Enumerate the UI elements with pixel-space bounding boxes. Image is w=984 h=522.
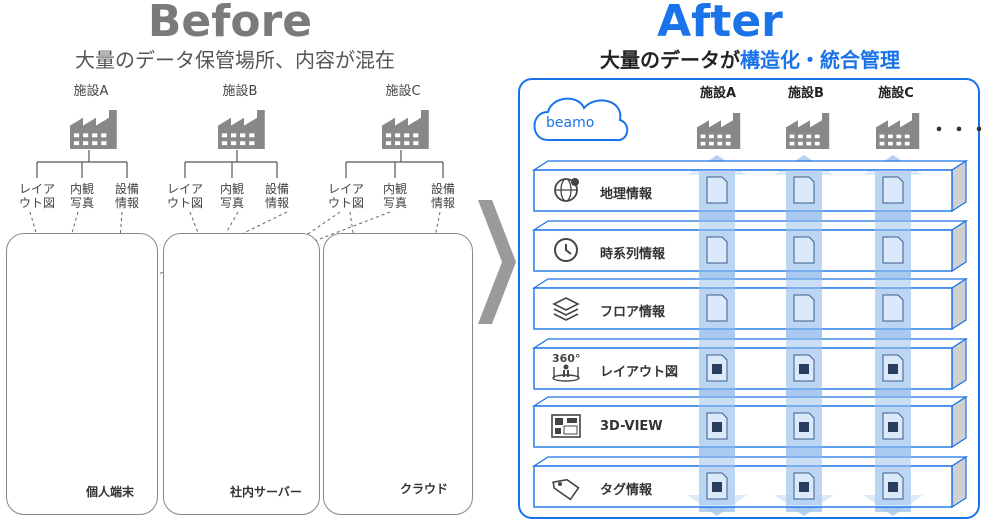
svg-text:360°: 360° [552, 352, 580, 365]
before-facility-a: 施設A [73, 84, 109, 99]
vertical-arrow-overlay [875, 170, 911, 505]
after-facility-a: 施設A [699, 86, 737, 101]
category-label-1-1: 内観 写真 [219, 182, 244, 210]
grid-document-icon [793, 354, 815, 382]
grid-document-icon [882, 176, 904, 204]
vertical-arrow-overlay [786, 170, 822, 505]
grid-document-icon [793, 236, 815, 264]
360-icon: 360° [552, 352, 580, 382]
category-label-0-0: レイア ウト図 [18, 182, 55, 210]
zone-label-server: 社内サーバー [230, 485, 302, 499]
grid-document-icon [706, 354, 728, 382]
grid-document-icon [793, 412, 815, 440]
before-title: Before [147, 0, 313, 47]
layer-side [951, 277, 967, 331]
factory-icon [382, 110, 429, 149]
category-label-1-0: レイア ウト図 [166, 182, 203, 210]
before-facility-c: 施設C [385, 84, 421, 99]
grid-document-icon [882, 412, 904, 440]
category-label-2-0: レイア ウト図 [327, 182, 364, 210]
zone-label-personal: 個人端末 [86, 485, 135, 499]
layer-side [951, 455, 967, 509]
globe-pin-icon [554, 178, 579, 202]
after-facility-c: 施設C [878, 86, 914, 101]
layer-label-4: 3D-VIEW [600, 419, 663, 434]
grid-document-icon [706, 412, 728, 440]
layer-label-3: レイアウト図 [600, 365, 679, 380]
grid-document-icon [882, 294, 904, 322]
after-facility-b: 施設B [788, 86, 824, 101]
zone-internal-server [163, 233, 320, 515]
zone-personal-device [6, 233, 158, 515]
grid-document-icon [706, 294, 728, 322]
factory-icon [786, 113, 830, 149]
factory-icon [697, 113, 741, 149]
category-label-0-1: 内観 写真 [69, 182, 94, 210]
layer-label-0: 地理情報 [600, 187, 653, 202]
after-subtitle: 大量のデータが構造化・統合管理 [600, 48, 900, 72]
vertical-arrow-overlay [699, 170, 735, 505]
factory-icon [70, 110, 117, 149]
zone-label-cloud: クラウド [400, 482, 449, 496]
category-label-2-1: 内観 写真 [382, 182, 407, 210]
layer-label-1: 時系列情報 [600, 247, 666, 262]
category-label-1-2: 設備 情報 [264, 182, 289, 210]
layer-side [951, 159, 967, 213]
category-label-0-2: 設備 情報 [114, 182, 139, 210]
factory-icon [876, 113, 920, 149]
floorplan-icon [551, 414, 581, 438]
beamo-logo [533, 97, 629, 142]
grid-document-icon [793, 176, 815, 204]
before-subtitle: 大量のデータ保管場所、内容が混在 [75, 48, 395, 72]
tag-icon [552, 478, 580, 501]
transition-arrow [478, 200, 516, 324]
clock-icon [554, 238, 578, 262]
grid-document-icon [793, 472, 815, 500]
grid-document-icon [882, 472, 904, 500]
after-title: After [657, 0, 783, 47]
zone-cloud [323, 233, 473, 515]
grid-document-icon [706, 176, 728, 204]
layer-side [951, 337, 967, 391]
layer-top [531, 160, 969, 171]
layer-label-5: タグ情報 [600, 483, 653, 498]
grid-document-icon [882, 236, 904, 264]
category-label-2-2: 設備 情報 [430, 182, 455, 210]
layer-label-2: フロア情報 [600, 305, 666, 320]
grid-document-icon [793, 294, 815, 322]
beamo-logo-text: beamo [546, 115, 595, 131]
grid-document-icon [706, 472, 728, 500]
grid-document-icon [706, 236, 728, 264]
grid-document-icon [882, 354, 904, 382]
layer-side [951, 395, 967, 449]
layers-icon [552, 297, 580, 321]
factory-icon [218, 110, 265, 149]
before-facility-b: 施設B [222, 84, 258, 99]
layer-side [951, 219, 967, 273]
more-facilities: ・・・ [930, 120, 984, 141]
